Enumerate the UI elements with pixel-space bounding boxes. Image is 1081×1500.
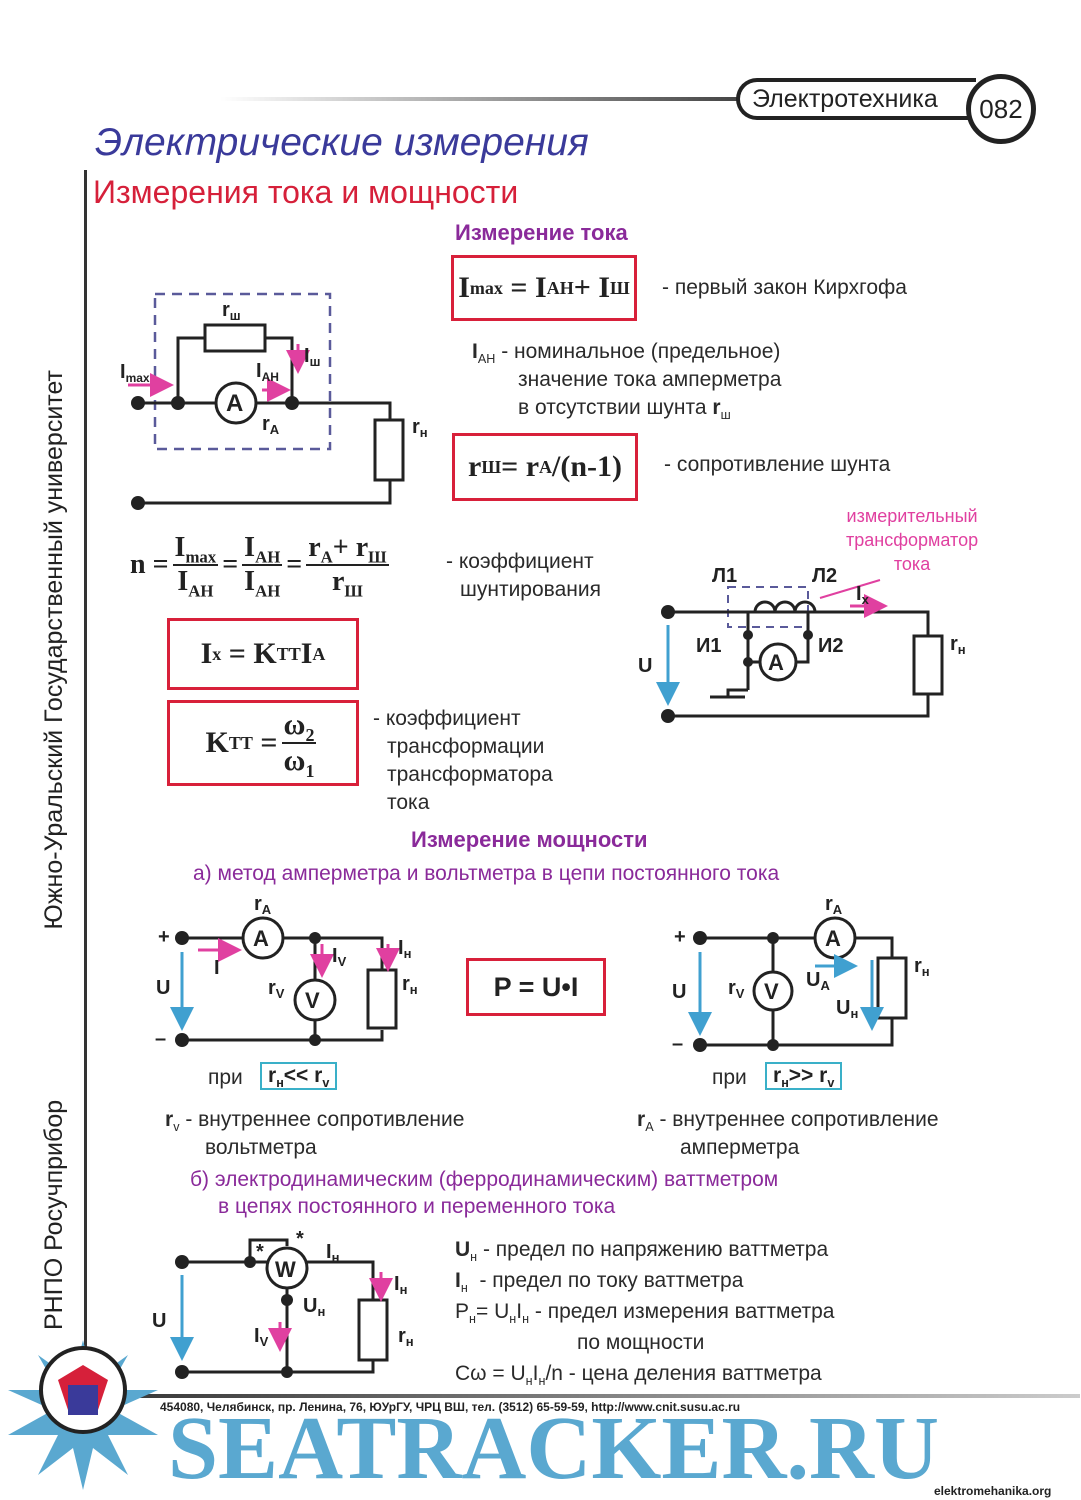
label-iv-left: IV [332,945,347,969]
label-in2-w: Iн [394,1273,407,1297]
sidebar-rule [84,170,87,1350]
current-heading: Измерение тока [455,220,628,245]
label-ra-left: rА [254,893,272,917]
label-ra: rА [262,413,280,437]
label-u-left: U [156,977,170,999]
label-iv-w: IV [254,1325,269,1349]
page-title: Электрические измерения [95,121,589,164]
label-ian: IАН [256,360,279,384]
label-i-left: I [214,957,220,979]
page-subtitle: Измерения тока и мощности [93,174,519,210]
subject-tab: Электротехника [736,78,976,120]
shunt-circuit [138,292,405,505]
label-i1: И1 [696,635,722,657]
label-minus: – [155,1028,166,1050]
header-rule [220,97,740,101]
label-i2: И2 [818,635,844,657]
label-rv-left: rV [268,977,285,1001]
method-a-label: а) метод амперметра и вольтметра в цепи … [193,862,780,885]
label-plus-right: + [674,926,686,948]
label-rsh: rш [222,299,241,323]
subject-label: Электротехника [752,84,938,113]
star-mark-1: * [256,1241,264,1263]
footer-rule [90,1394,1080,1398]
watermark: SEATRACKER.RU [168,1399,939,1498]
label-rn: rн [412,416,428,440]
site-label: elektromehanika.org [934,1484,1052,1498]
power-circuit-right [700,916,908,1047]
shunt-note: - сопротивление шунта [664,453,891,476]
ammeter-symbol-right: A [825,926,841,951]
voltmeter-symbol-right: V [764,979,779,1004]
label-ish: Iш [304,345,320,369]
label-in-w: Iн [326,1241,339,1265]
logo-graphic [8,1340,158,1490]
label-rn-left: rн [402,973,418,997]
label-in-left: Iн [398,937,411,961]
label-ua-right: UА [806,969,830,993]
voltmeter-symbol-left: V [305,988,320,1013]
footer-address: 454080, Челябинск, пр. Ленина, 76, ЮУрГУ… [160,1400,741,1414]
label-rn-2: rн [950,633,966,657]
transformer-circuit [668,586,944,718]
ammeter-symbol-left: A [253,926,269,951]
kirchhoff-note: - первый закон Кирхгофа [662,276,907,299]
label-rn-right: rн [914,955,930,979]
university-logo [8,1340,158,1490]
condition-right: rн>> rv [765,1062,843,1090]
label-rv-right: rV [728,977,745,1001]
wattmeter-symbol: W [275,1257,296,1282]
wattmeter-notes: Uн - предел по напряжению ваттметра Iн -… [455,1238,835,1389]
star-mark-2: * [296,1228,304,1250]
condition-right-label: при [712,1066,747,1089]
wattmeter-circuit [182,1238,389,1374]
label-l1: Л1 [712,565,737,587]
power-heading: Измерение мощности [411,827,648,852]
label-u-w: U [152,1310,166,1332]
label-minus-right: – [672,1033,683,1055]
label-plus: + [158,926,170,948]
label-rn-w: rн [398,1325,414,1349]
page-number-text: 082 [979,93,1023,124]
condition-left: rн<< rv [260,1062,338,1090]
condition-left-label: при [208,1066,243,1089]
ammeter-symbol: A [226,390,243,417]
power-formula: P = U•I [466,958,606,1016]
page-number: 082 [966,74,1036,144]
ammeter-symbol-2: A [768,650,784,675]
label-ix: Ix [856,583,870,607]
label-l2: Л2 [812,565,837,587]
label-un-right: Uн [836,997,858,1021]
method-b-label: б) электродинамическим (ферродинамически… [190,1168,779,1218]
power-circuit-left [182,916,398,1042]
label-u: U [638,655,652,677]
ian-note: IАН - номинальное (предельное) значение … [472,340,782,423]
label-u-right: U [672,981,686,1003]
label-un-w: Uн [303,1295,325,1319]
label-ra-right: rА [825,893,843,917]
label-imax: Imax [120,361,150,385]
